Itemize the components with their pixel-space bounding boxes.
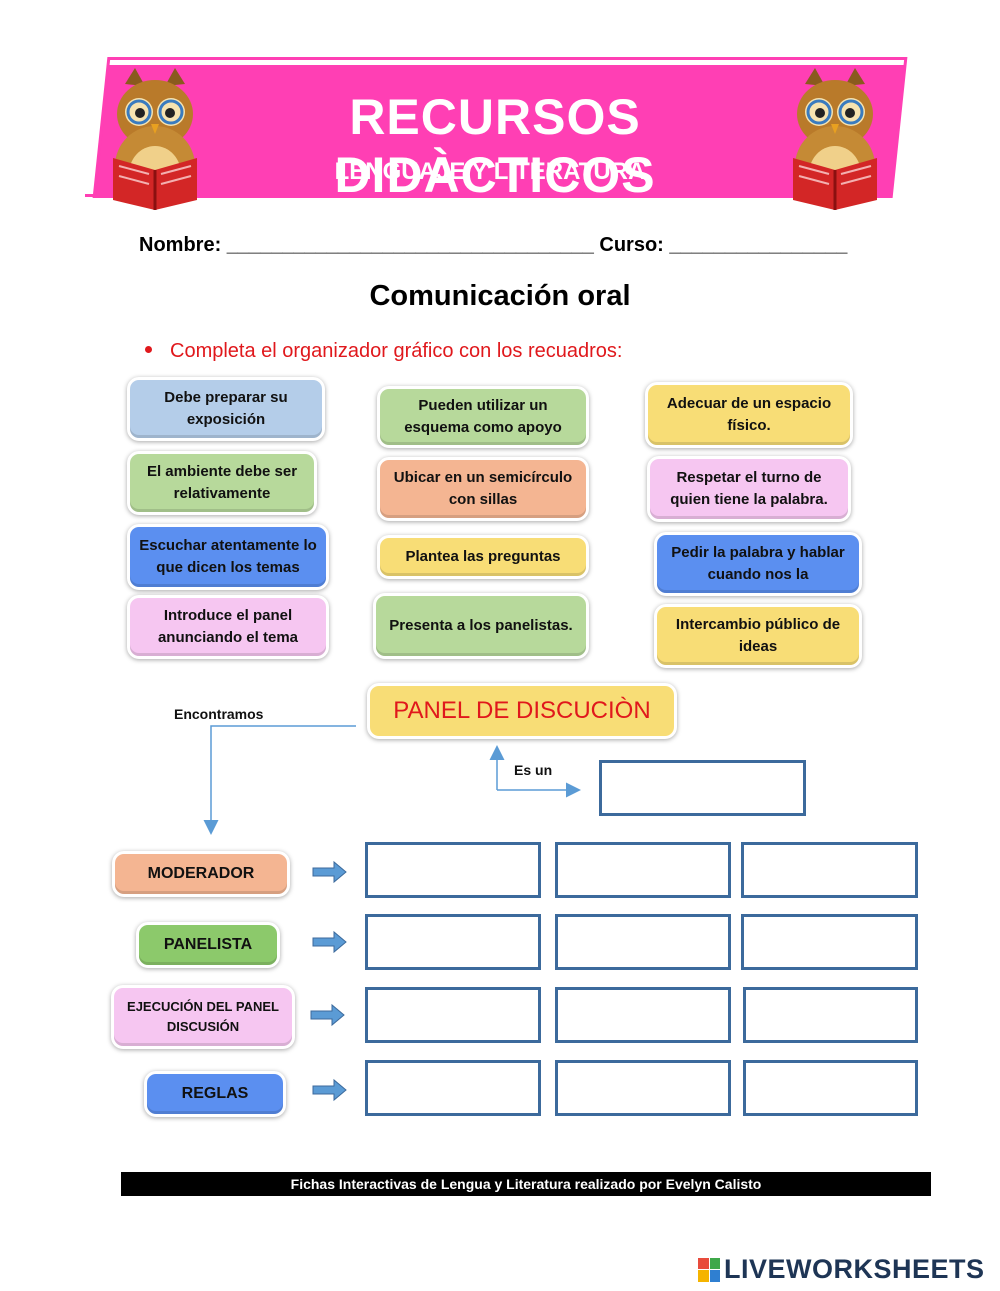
banner-subtitle: LENGUAJE Y LITERATURA bbox=[334, 158, 646, 185]
tile-introduce-panel[interactable]: Introduce el panel anunciando el tema bbox=[130, 598, 326, 656]
brand-text: LIVEWORKSHEETS bbox=[724, 1254, 985, 1284]
answer-box-rules-1[interactable] bbox=[365, 1060, 541, 1116]
tile-semicircle[interactable]: Ubicar en un semicírculo con sillas bbox=[380, 460, 586, 518]
row-label-rules: REGLAS bbox=[147, 1074, 283, 1114]
owl-reading-icon bbox=[793, 68, 877, 210]
answer-box-panelist-3[interactable] bbox=[741, 914, 918, 970]
answer-box-moderator-1[interactable] bbox=[365, 842, 541, 898]
banner-title: RECURSOS DIDÀCTICOS bbox=[334, 89, 656, 203]
tile-public-exchange[interactable]: Intercambio público de ideas bbox=[657, 607, 859, 665]
found-label: Encontramos bbox=[174, 706, 264, 722]
page-title: Comunicación oral bbox=[369, 280, 631, 312]
answer-box-panelist-1[interactable] bbox=[365, 914, 541, 970]
answer-box-execution-1[interactable] bbox=[365, 987, 541, 1043]
tile-use-outline[interactable]: Pueden utilizar un esquema como apoyo bbox=[380, 389, 586, 445]
instruction-text: Completa el organizador gráfico con los … bbox=[170, 340, 623, 362]
panel-discussion-title: PANEL DE DISCUCIÒN bbox=[370, 686, 674, 736]
answer-box-execution-2[interactable] bbox=[555, 987, 731, 1043]
answer-box-moderator-3[interactable] bbox=[741, 842, 918, 898]
tile-ask-floor[interactable]: Pedir la palabra y hablar cuando nos la bbox=[657, 535, 859, 593]
answer-box-rules-2[interactable] bbox=[555, 1060, 731, 1116]
header-banner: RECURSOS DIDÀCTICOS LENGUAJE Y LITERATUR… bbox=[85, 60, 905, 210]
tile-physical-space[interactable]: Adecuar de un espacio físico. bbox=[648, 385, 850, 445]
liveworksheets-logo[interactable]: LIVEWORKSHEETS bbox=[698, 1254, 985, 1285]
banner-underline bbox=[85, 194, 875, 197]
tile-respect-turn[interactable]: Respetar el turno de quien tiene la pala… bbox=[650, 459, 848, 519]
arrow-right-icon bbox=[312, 930, 347, 954]
tile-ask-questions[interactable]: Plantea las preguntas bbox=[380, 538, 586, 576]
instruction: Completa el organizador gráfico con los … bbox=[145, 340, 622, 363]
bullet-icon bbox=[145, 346, 152, 354]
footer-credit: Fichas Interactivas de Lengua y Literatu… bbox=[121, 1172, 931, 1196]
answer-box-type[interactable] bbox=[599, 760, 806, 816]
answer-box-moderator-2[interactable] bbox=[555, 842, 731, 898]
row-label-panelist: PANELISTA bbox=[139, 925, 277, 965]
answer-box-execution-3[interactable] bbox=[743, 987, 918, 1043]
tile-prepare-exposition[interactable]: Debe preparar su exposición bbox=[130, 380, 322, 438]
row-label-execution: EJECUCIÓN DEL PANEL DISCUSIÓN bbox=[114, 988, 292, 1046]
is-a-label: Es un bbox=[514, 762, 553, 778]
liveworksheets-icon bbox=[698, 1257, 720, 1282]
answer-box-rules-3[interactable] bbox=[743, 1060, 918, 1116]
owl-reading-icon bbox=[113, 68, 197, 210]
answer-box-panelist-2[interactable] bbox=[555, 914, 731, 970]
found-connector bbox=[203, 725, 356, 835]
tile-present-panelists[interactable]: Presenta a los panelistas. bbox=[376, 596, 586, 656]
arrow-right-icon bbox=[312, 860, 347, 884]
name-course-line[interactable]: Nombre: ________________________________… bbox=[139, 234, 848, 256]
arrow-right-icon bbox=[310, 1003, 345, 1027]
arrow-right-icon bbox=[312, 1078, 347, 1102]
tile-environment[interactable]: El ambiente debe ser relativamente bbox=[130, 454, 314, 512]
tile-listen-carefully[interactable]: Escuchar atentamente lo que dicen los te… bbox=[130, 527, 326, 587]
row-label-moderator: MODERADOR bbox=[115, 854, 287, 894]
